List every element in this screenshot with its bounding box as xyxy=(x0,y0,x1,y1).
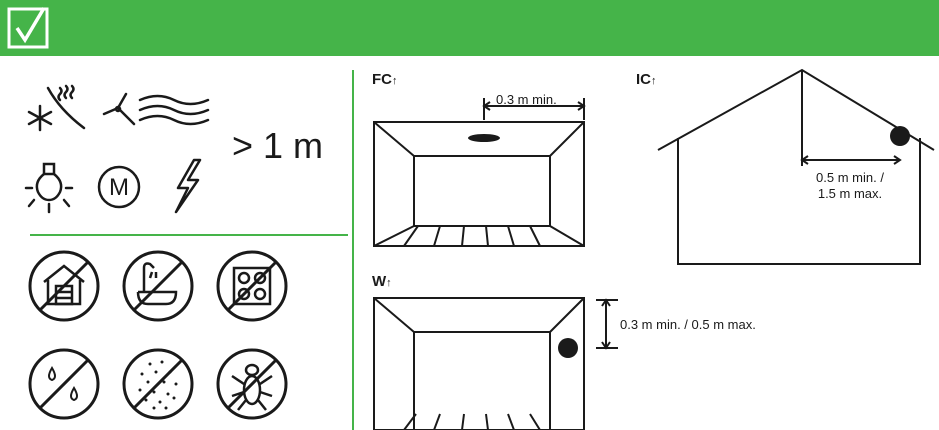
wall-clearance-label: 0.3 m min. / 0.5 m max. xyxy=(620,317,756,332)
detector-inclined-ceiling xyxy=(890,126,910,146)
snowflake-heat-icon xyxy=(27,84,86,132)
inclined-clearance-line-2: 1.5 m max. xyxy=(817,186,883,201)
arrow-up-icon: ↑ xyxy=(392,75,398,87)
arrow-up-icon-3: ↑ xyxy=(386,277,392,289)
wall-mount-badge: W↑ xyxy=(372,274,392,291)
checkbox-checked-icon xyxy=(7,7,49,49)
inclined-clearance-label: 0.5 m min. / 1.5 m max. xyxy=(800,170,900,202)
lightning-bolt-icon xyxy=(174,158,202,214)
inclined-ceiling-diagram xyxy=(657,68,935,265)
arrow-up-icon-2: ↑ xyxy=(651,75,657,87)
detector-wall xyxy=(558,338,578,358)
detector-ceiling xyxy=(468,134,500,142)
minimum-distance-label: > 1 m xyxy=(232,125,324,166)
horizontal-divider xyxy=(30,234,348,236)
no-dust-icon xyxy=(122,348,194,420)
ceiling-clearance-label: 0.3 m min. xyxy=(496,92,557,107)
no-insects-icon xyxy=(216,348,288,420)
wall-mount-badge-text: W xyxy=(372,273,387,290)
ceiling-mount-badge-text: FC xyxy=(372,71,392,88)
vertical-divider xyxy=(352,70,354,430)
wall-mount-diagram xyxy=(373,297,618,430)
header-banner xyxy=(0,0,939,56)
no-kitchen-stove-icon xyxy=(216,250,288,322)
no-humidity-icon xyxy=(28,348,100,420)
fan-airflow-icon xyxy=(102,92,210,126)
svg-text:M: M xyxy=(109,174,129,201)
inclined-ceiling-badge-text: IC xyxy=(636,71,651,88)
ceiling-mount-badge: FC↑ xyxy=(372,72,398,89)
ceiling-mount-diagram xyxy=(373,98,586,247)
no-garage-icon xyxy=(28,250,100,322)
no-bathroom-icon xyxy=(122,250,194,322)
motor-m-icon: M xyxy=(97,165,141,209)
inclined-ceiling-badge: IC↑ xyxy=(636,72,657,89)
inclined-clearance-line-1: 0.5 m min. / xyxy=(816,170,884,185)
light-bulb-icon xyxy=(24,162,74,214)
